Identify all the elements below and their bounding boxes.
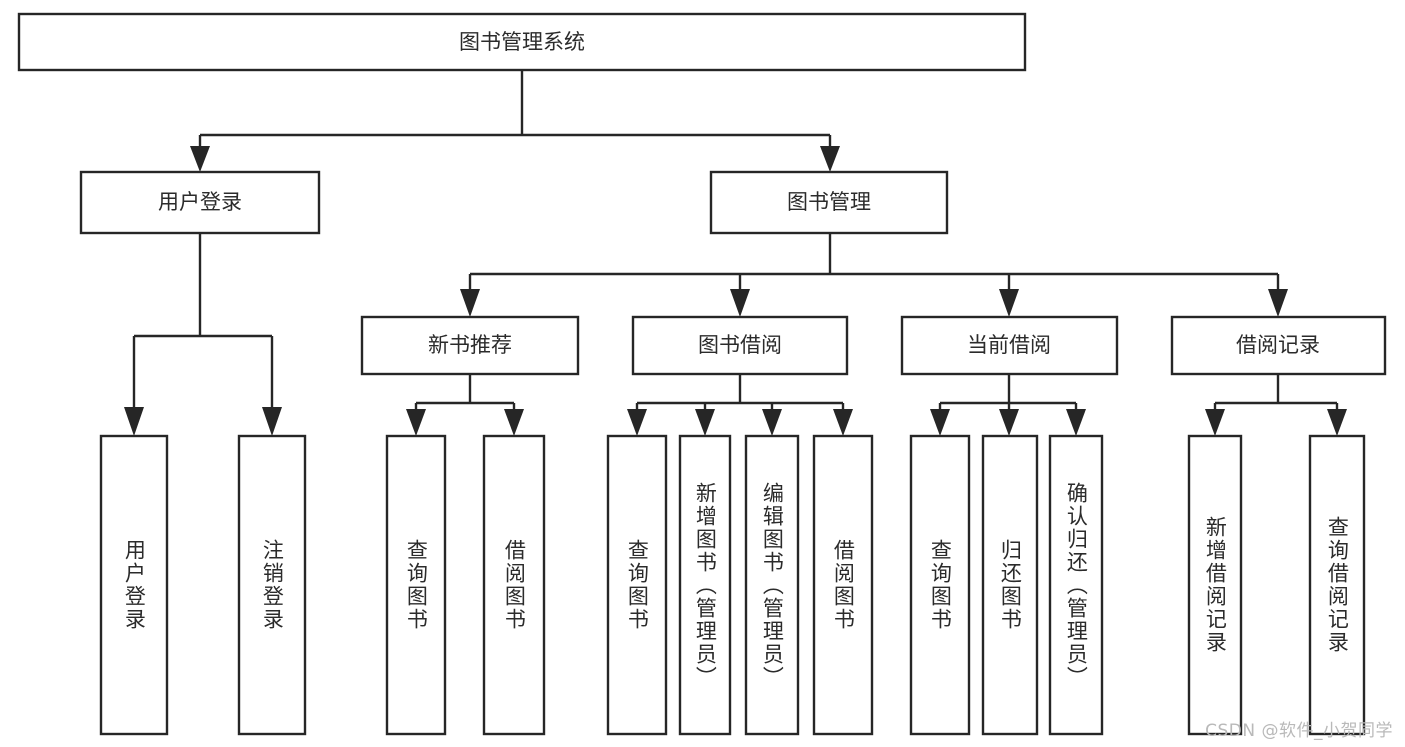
node-leaf-confirm-return-box[interactable]: [1048, 434, 1104, 736]
node-leaf-return-book-box[interactable]: [981, 434, 1039, 736]
connector-bookborrow-to-leaves: [627, 374, 853, 436]
node-leaf-logout-login-box[interactable]: [237, 434, 307, 736]
node-leaf-query-record-box[interactable]: [1308, 434, 1366, 736]
connector-borrowrecord-to-leaves: [1205, 374, 1347, 436]
arrow-book-borrow: [730, 289, 750, 317]
node-leaf-add-record-box[interactable]: [1187, 434, 1243, 736]
node-root-box[interactable]: [17, 12, 1027, 72]
arrow-leaf-user-login: [124, 407, 144, 436]
arrow-new-book-recommend: [460, 289, 480, 317]
node-user-login-label: 用户登录: [158, 190, 242, 214]
node-root-label: 图书管理系统: [459, 30, 585, 54]
node-user-login[interactable]: 用户登录: [79, 170, 321, 235]
node-borrow-record-label: 借阅记录: [1236, 333, 1320, 357]
node-leaf-borrow-book-1-box[interactable]: [482, 434, 546, 736]
node-borrow-record[interactable]: 借阅记录: [1170, 315, 1387, 376]
node-leaf-edit-book-box[interactable]: [744, 434, 800, 736]
connector-newbook-to-leaves: [406, 374, 524, 436]
arrow-leaf-query-book-1: [406, 409, 426, 436]
arrow-current-borrow: [999, 289, 1019, 317]
arrow-leaf-add-book: [695, 409, 715, 436]
arrow-leaf-query-book-2: [627, 409, 647, 436]
arrow-leaf-return-book: [999, 409, 1019, 436]
arrow-borrow-record: [1268, 289, 1288, 317]
arrow-leaf-logout-login: [262, 407, 282, 436]
node-book-borrow[interactable]: 图书借阅: [631, 315, 849, 376]
connector-bookmanage-to-level2: [460, 233, 1288, 317]
connector-userlogin-to-leaves: [124, 233, 282, 436]
arrow-leaf-query-book-3: [930, 409, 950, 436]
node-book-borrow-label: 图书借阅: [698, 333, 782, 357]
arrow-leaf-add-record: [1205, 409, 1225, 436]
node-current-borrow[interactable]: 当前借阅: [900, 315, 1119, 376]
node-new-book-recommend-label: 新书推荐: [428, 333, 512, 357]
node-book-manage[interactable]: 图书管理: [709, 170, 949, 235]
node-leaf-borrow-book-2-box[interactable]: [812, 434, 874, 736]
node-user-login-box[interactable]: [79, 170, 321, 235]
node-book-manage-label: 图书管理: [787, 190, 871, 214]
arrow-leaf-borrow-book-1: [504, 409, 524, 436]
node-leaf-query-book-3-box[interactable]: [909, 434, 971, 736]
node-current-borrow-label: 当前借阅: [967, 333, 1051, 357]
node-leaf-add-book-box[interactable]: [678, 434, 732, 736]
node-leaf-user-login-box[interactable]: [99, 434, 169, 736]
arrow-leaf-confirm-return: [1066, 409, 1086, 436]
node-current-borrow-box[interactable]: [900, 315, 1119, 376]
leaf-boxes: [99, 434, 1366, 736]
node-new-book-recommend[interactable]: 新书推荐: [360, 315, 580, 376]
node-leaf-query-book-2-box[interactable]: [606, 434, 668, 736]
node-borrow-record-box[interactable]: [1170, 315, 1387, 376]
connector-currentborrow-to-leaves: [930, 374, 1086, 436]
arrow-leaf-query-record: [1327, 409, 1347, 436]
arrow-leaf-borrow-book-2: [833, 409, 853, 436]
node-new-book-recommend-box[interactable]: [360, 315, 580, 376]
arrow-book-manage: [820, 146, 840, 172]
arrow-leaf-edit-book: [762, 409, 782, 436]
node-leaf-query-book-1-box[interactable]: [385, 434, 447, 736]
node-book-borrow-box[interactable]: [631, 315, 849, 376]
csdn-watermark: CSDN @软件_小贺同学: [1205, 721, 1393, 741]
arrow-user-login: [190, 146, 210, 172]
node-root[interactable]: 图书管理系统: [17, 12, 1027, 72]
connector-root-to-level1: [190, 70, 840, 172]
node-book-manage-box[interactable]: [709, 170, 949, 235]
